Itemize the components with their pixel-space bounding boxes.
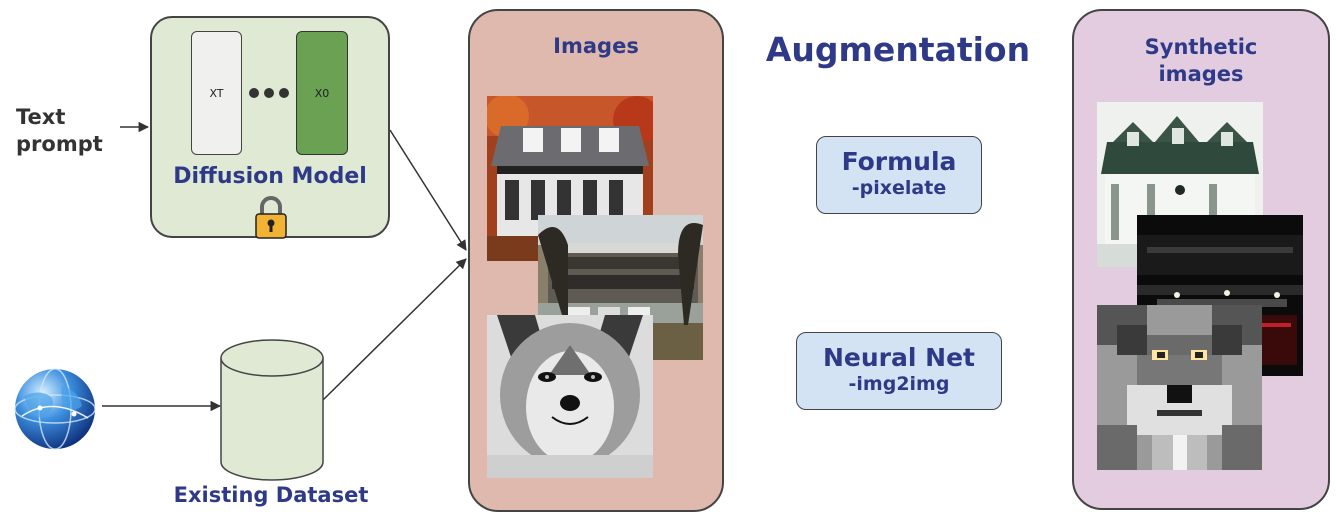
neural-net-subtitle: -img2img: [848, 373, 950, 395]
synthetic-wolf-image: [1097, 305, 1262, 470]
ellipsis-dot: [264, 88, 274, 98]
existing-dataset-label: Existing Dataset: [173, 483, 369, 507]
diffusion-model-box: [150, 16, 390, 238]
wolf-image: [487, 315, 653, 478]
images-title: Images: [553, 34, 639, 58]
neural-net-title: Neural Net: [823, 343, 975, 372]
ellipsis-dot: [279, 88, 289, 98]
ellipsis-dot: [249, 88, 259, 98]
augmentation-title: Augmentation: [765, 30, 1031, 69]
text-prompt-label: Text prompt: [16, 105, 103, 156]
formula-title: Formula: [841, 147, 957, 176]
synthetic-building-image: [1137, 215, 1303, 376]
diffusion-to-images-arrow: [389, 129, 467, 251]
neural-net-img2img-box: Neural Net -img2img: [796, 332, 1002, 410]
x0-block: X0: [296, 31, 348, 155]
formula-pixelate-box: Formula -pixelate: [816, 136, 982, 214]
formula-subtitle: -pixelate: [851, 177, 947, 199]
padlock-icon: [255, 196, 287, 239]
xt-block: XT: [191, 31, 242, 155]
synthetic-images-title: Synthetic images: [1144, 35, 1258, 86]
globe-icon: [14, 368, 96, 450]
diffusion-model-label: Diffusion Model: [173, 164, 367, 189]
building-image: [538, 215, 703, 360]
dataset-to-images-arrow: [322, 258, 467, 401]
dataset-cylinder: [220, 339, 324, 481]
